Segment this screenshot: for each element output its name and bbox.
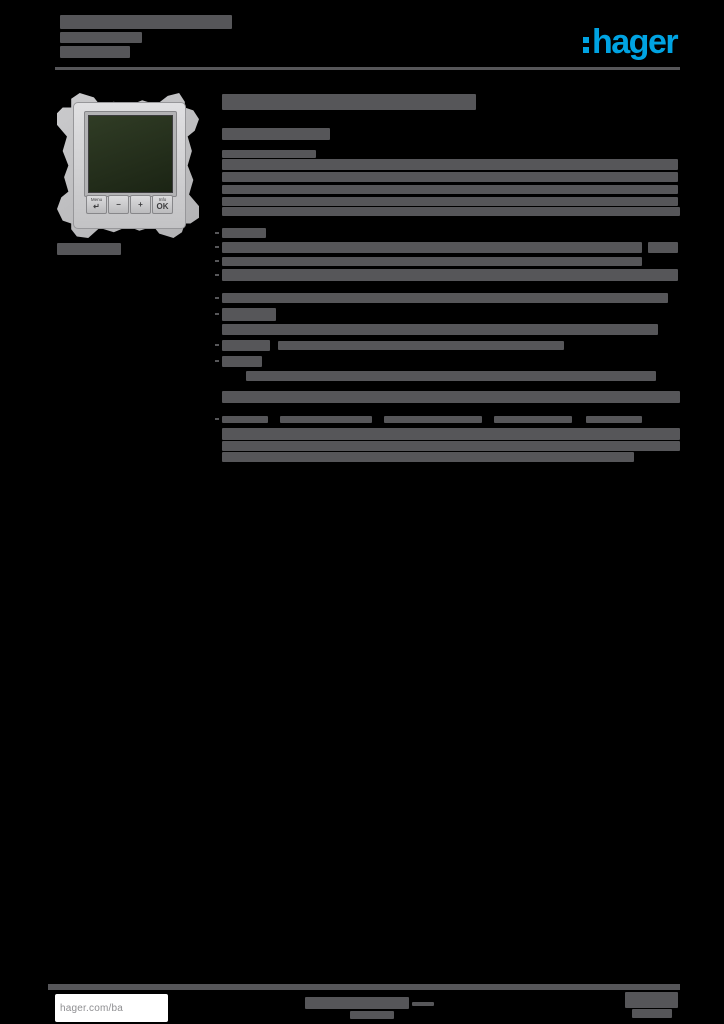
plus-icon: + (138, 199, 143, 209)
bullet-dash-icon (215, 297, 219, 299)
footer-link[interactable]: hager.com/ba (60, 1002, 123, 1014)
text-line-bar (222, 185, 678, 194)
text-line-bar (586, 416, 642, 423)
logo-text: hager (592, 23, 679, 61)
text-line-bar (222, 416, 268, 423)
text-line-bar (222, 228, 266, 238)
text-line-bar (57, 243, 121, 255)
text-line-bar (222, 356, 262, 367)
text-line-bar (222, 340, 270, 351)
text-line-bar (222, 293, 668, 303)
bullet-dash-icon (215, 260, 219, 262)
text-line-bar (60, 32, 142, 43)
device-button-row: Menu ↵ − + Info OK (86, 195, 173, 214)
text-line-bar (222, 172, 678, 182)
text-line-bar (222, 269, 678, 281)
text-line-bar (278, 341, 564, 350)
text-line-bar (280, 416, 372, 423)
device-button-ok-label: OK (156, 201, 169, 211)
text-line-bar (222, 150, 316, 158)
text-line-bar (222, 391, 680, 403)
bullet-dash-icon (215, 418, 219, 420)
text-line-bar (222, 197, 678, 206)
bullet-dash-icon (215, 232, 219, 234)
text-line-bar (648, 242, 678, 253)
text-line-bar (222, 441, 680, 451)
device-button-plus: + (130, 195, 151, 214)
text-line-bar (625, 992, 678, 1008)
device-lcd-screen (88, 115, 173, 193)
text-line-bar (350, 1011, 394, 1019)
product-image: Menu ↵ − + Info OK (57, 93, 199, 238)
bullet-dash-icon (215, 344, 219, 346)
footer-link-box[interactable]: hager.com/ba (55, 994, 168, 1022)
text-line-bar (222, 324, 658, 335)
bullet-dash-icon (215, 313, 219, 315)
text-line-bar (222, 94, 476, 110)
text-line-bar (305, 997, 409, 1009)
text-line-bar (412, 1002, 434, 1006)
text-line-bar (222, 428, 680, 440)
bullet-dash-icon (215, 274, 219, 276)
device-button-menu: Menu ↵ (86, 195, 107, 214)
text-line-bar (384, 416, 482, 423)
footer-divider (48, 984, 680, 990)
hager-logo: hager (583, 20, 683, 64)
text-line-bar (222, 452, 634, 462)
text-line-bar (222, 128, 330, 140)
device-button-info-label: Info (158, 197, 167, 203)
bullet-dash-icon (215, 360, 219, 362)
text-line-bar (60, 46, 130, 58)
text-line-bar (246, 371, 656, 381)
bullet-dash-icon (215, 246, 219, 248)
device-button-menu-label: Menu (90, 197, 103, 203)
text-line-bar (494, 416, 572, 423)
text-line-bar (222, 257, 642, 266)
text-line-bar (222, 159, 678, 170)
text-line-bar (632, 1009, 672, 1018)
text-line-bar (60, 15, 232, 29)
header-divider (55, 67, 680, 70)
device-button-minus: − (108, 195, 129, 214)
text-line-bar (222, 242, 642, 253)
return-arrow-icon: ↵ (93, 201, 100, 211)
logo-colon-icon (583, 37, 589, 53)
device-button-info-ok: Info OK (152, 195, 173, 214)
minus-icon: − (116, 199, 121, 209)
text-line-bar (222, 207, 680, 216)
text-line-bar (222, 308, 276, 321)
